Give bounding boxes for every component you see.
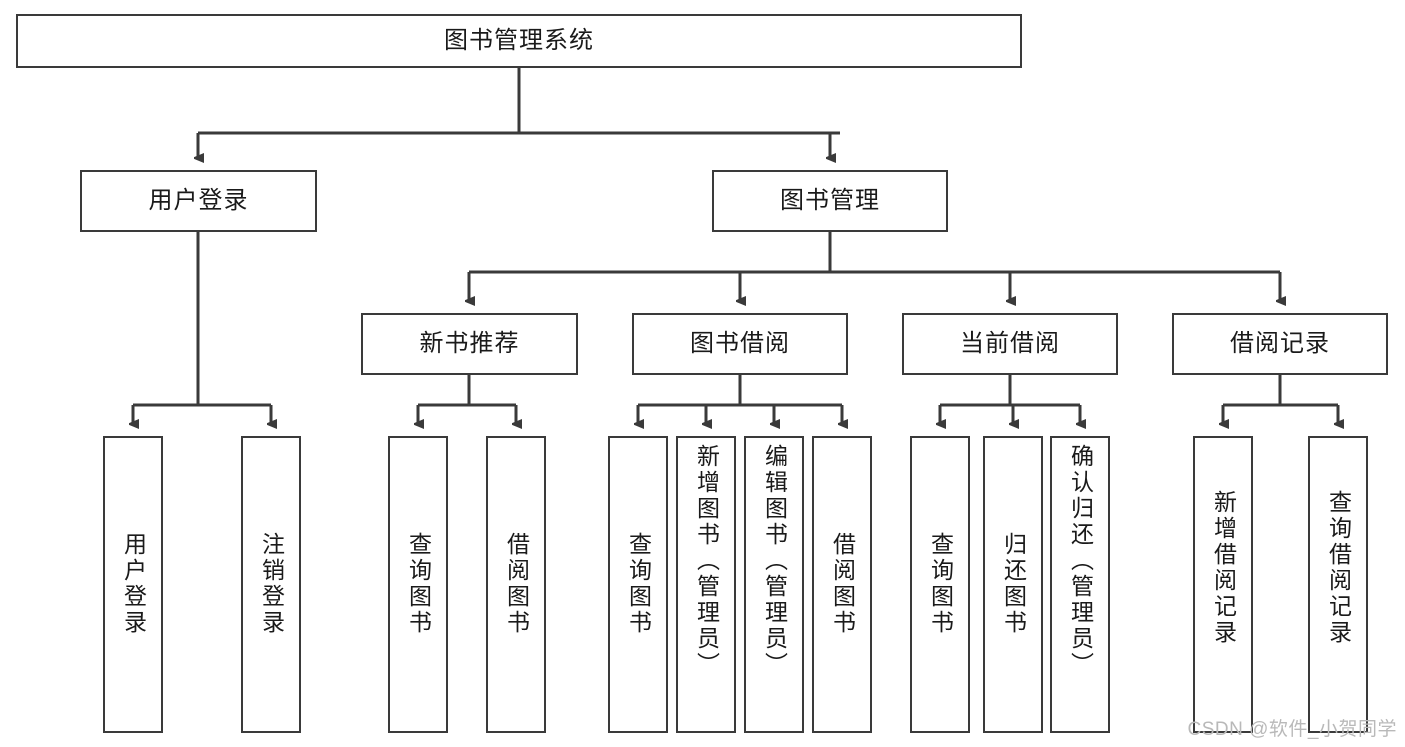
node-leaf-user-login[interactable]: 用户登录	[103, 436, 163, 733]
node-leaf-return-book-label: 归还图书	[1000, 532, 1027, 636]
node-leaf-logout[interactable]: 注销登录	[241, 436, 301, 733]
node-root-label: 图书管理系统	[444, 26, 594, 54]
node-leaf-add-borrow-record-label: 新增借阅记录	[1210, 490, 1237, 646]
node-leaf-query-borrow-record-label: 查询借阅记录	[1325, 490, 1352, 646]
node-leaf-user-login-label: 用户登录	[120, 532, 147, 636]
node-book-management-label: 图书管理	[780, 186, 880, 214]
node-user-login[interactable]: 用户登录	[80, 170, 317, 232]
node-leaf-query-book-borrow-label: 查询图书	[625, 532, 652, 636]
node-leaf-query-book-current[interactable]: 查询图书	[910, 436, 970, 733]
node-leaf-query-book-recommend-label: 查询图书	[405, 532, 432, 636]
node-leaf-confirm-return-admin[interactable]: 确认归还（管理员）	[1050, 436, 1110, 733]
node-leaf-add-book-admin[interactable]: 新增图书（管理员）	[676, 436, 736, 733]
node-leaf-query-borrow-record[interactable]: 查询借阅记录	[1308, 436, 1368, 733]
node-user-login-label: 用户登录	[148, 186, 249, 214]
node-leaf-query-book-borrow[interactable]: 查询图书	[608, 436, 668, 733]
node-book-management[interactable]: 图书管理	[712, 170, 948, 232]
node-book-borrow-label: 图书借阅	[690, 329, 790, 357]
node-leaf-borrow-book[interactable]: 借阅图书	[812, 436, 872, 733]
node-leaf-return-book[interactable]: 归还图书	[983, 436, 1043, 733]
node-leaf-confirm-return-admin-label: 确认归还（管理员）	[1067, 444, 1094, 678]
node-leaf-borrow-book-label: 借阅图书	[829, 532, 856, 636]
node-book-borrow[interactable]: 图书借阅	[632, 313, 848, 375]
node-leaf-logout-label: 注销登录	[258, 532, 285, 636]
node-borrow-record[interactable]: 借阅记录	[1172, 313, 1388, 375]
node-current-borrow[interactable]: 当前借阅	[902, 313, 1118, 375]
node-leaf-add-book-admin-label: 新增图书（管理员）	[693, 444, 720, 678]
node-leaf-query-book-current-label: 查询图书	[927, 532, 954, 636]
node-leaf-edit-book-admin-label: 编辑图书（管理员）	[761, 444, 788, 678]
node-leaf-query-book-recommend[interactable]: 查询图书	[388, 436, 448, 733]
node-current-borrow-label: 当前借阅	[960, 329, 1060, 357]
node-leaf-add-borrow-record[interactable]: 新增借阅记录	[1193, 436, 1253, 733]
node-leaf-borrow-book-recommend[interactable]: 借阅图书	[486, 436, 546, 733]
watermark-text: CSDN @软件_小贺同学	[1187, 719, 1397, 740]
node-new-book-recommend[interactable]: 新书推荐	[361, 313, 578, 375]
node-leaf-edit-book-admin[interactable]: 编辑图书（管理员）	[744, 436, 804, 733]
node-borrow-record-label: 借阅记录	[1230, 329, 1330, 357]
node-new-book-recommend-label: 新书推荐	[419, 329, 520, 357]
node-root[interactable]: 图书管理系统	[16, 14, 1022, 68]
node-leaf-borrow-book-recommend-label: 借阅图书	[503, 532, 530, 636]
